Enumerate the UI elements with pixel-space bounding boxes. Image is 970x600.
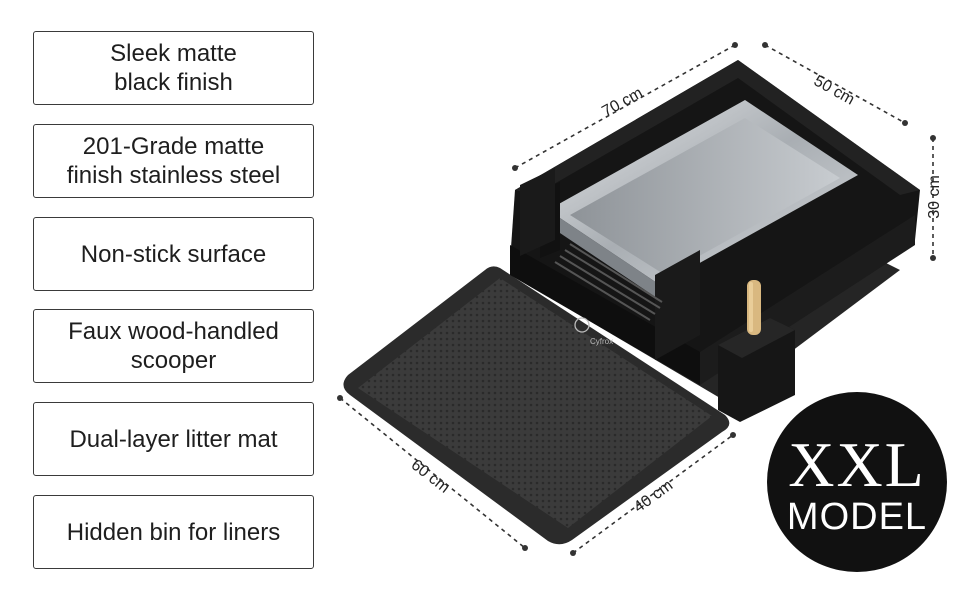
feature-box-finish: Sleek matte black finish	[33, 31, 314, 105]
xxl-model-badge: XXL MODEL	[767, 392, 947, 572]
litter-grate	[554, 243, 663, 321]
feature-box-mat: Dual-layer litter mat	[33, 402, 314, 476]
litter-mat-texture	[358, 278, 712, 528]
dimension-lines	[339, 44, 934, 554]
feature-box-steel: 201-Grade matte finish stainless steel	[33, 124, 314, 198]
badge-model-text: MODEL	[786, 496, 928, 538]
dimension-endpoints	[337, 42, 936, 556]
badge-size-text: XXL	[788, 429, 926, 500]
brand-logo	[574, 317, 590, 333]
feature-box-nonstick: Non-stick surface	[33, 217, 314, 291]
dimension-height-label: 30 cm	[925, 175, 943, 219]
brand-logo-text: Cyfrox	[590, 337, 613, 346]
feature-box-scooper: Faux wood-handled scooper	[33, 309, 314, 383]
feature-box-bin: Hidden bin for liners	[33, 495, 314, 569]
